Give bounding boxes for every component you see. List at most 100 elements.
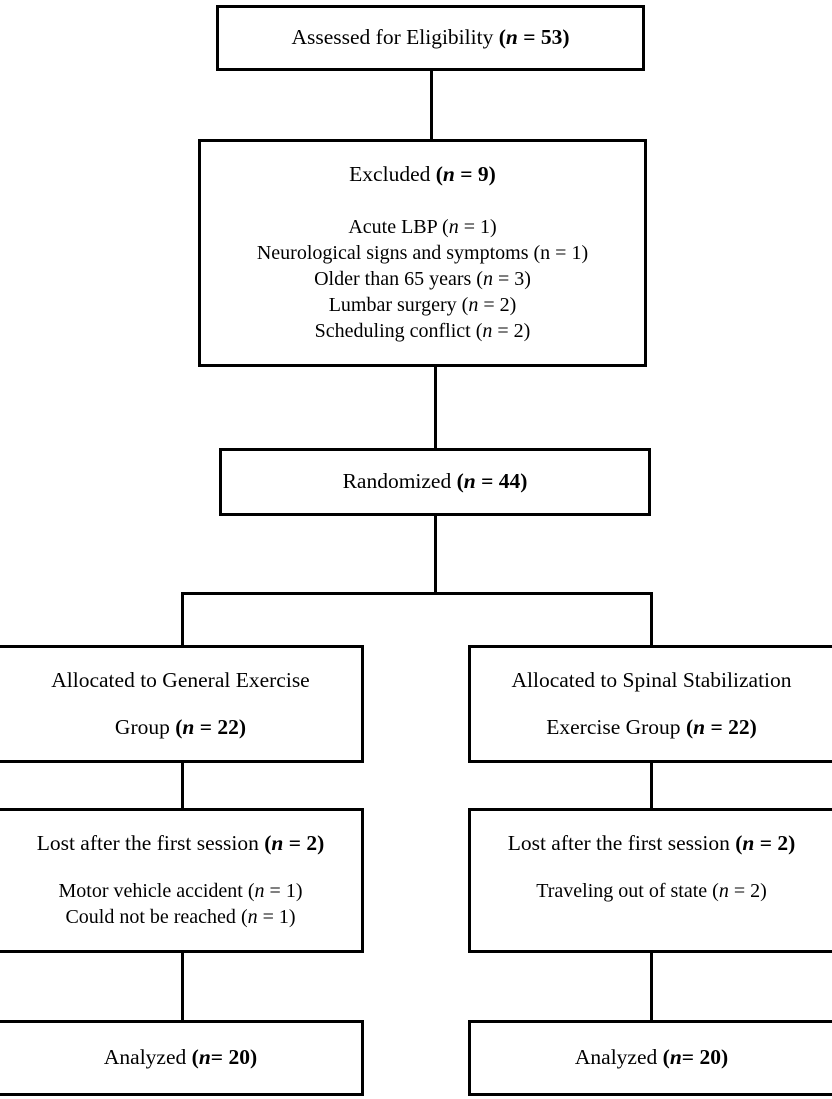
reason-equals: =: [458, 215, 480, 238]
lost-left-n-symbol: n: [271, 830, 284, 855]
excluded-reason-item: Older than 65 years (n = 3): [314, 267, 531, 290]
allocated-left-line2: Group (n = 22): [115, 715, 246, 740]
reason-equals: =: [492, 319, 514, 342]
randomized-text: Randomized (n = 44): [343, 469, 528, 494]
reason-equals: =: [492, 267, 515, 290]
analyzed-left-n-symbol: n: [198, 1045, 211, 1070]
connector-fork-horizontal-bar: [181, 592, 653, 595]
excluded-n-symbol: n: [442, 162, 455, 187]
connector-allocated-to-lost-left: [181, 760, 184, 811]
lost-right-heading: Lost after the first session (n = 2): [508, 831, 796, 856]
reason-equals: =: [264, 880, 286, 903]
allocated-left-open-paren: (: [175, 715, 183, 739]
excluded-equals: =: [454, 162, 478, 187]
assessed-equals: =: [517, 25, 541, 50]
connector-allocated-to-lost-right: [650, 760, 653, 811]
analyzed-right-n-symbol: n: [669, 1045, 682, 1070]
reason-count: 2: [499, 293, 510, 316]
connector-fork-right-drop: [650, 592, 653, 648]
reason-label: Lumbar surgery: [328, 293, 457, 316]
lost-right-close-paren: ): [788, 830, 796, 855]
node-analyzed-left: Analyzed (n= 20): [0, 1020, 364, 1096]
lost-reason-item: Could not be reached (n = 1): [65, 906, 296, 929]
lost-left-label: Lost after the first session: [36, 830, 259, 855]
lost-left-heading: Lost after the first session (n = 2): [37, 831, 325, 856]
randomized-equals: =: [475, 469, 499, 494]
lost-right-open-paren: (: [735, 830, 743, 855]
analyzed-left-count: 20: [228, 1045, 250, 1070]
excluded-count: 9: [477, 162, 489, 187]
connector-assessed-to-excluded: [430, 68, 433, 142]
node-randomized: Randomized (n = 44): [219, 448, 651, 516]
reason-count: 2: [513, 319, 524, 342]
node-allocated-spinal-stabilization: Allocated to Spinal Stabilization Exerci…: [468, 645, 832, 763]
assessed-open-paren: (: [498, 25, 506, 50]
reason-label: Could not be reached: [65, 906, 236, 929]
analyzed-right-count: 20: [699, 1045, 721, 1070]
reason-label: Traveling out of state: [536, 880, 708, 903]
reason-count: 2: [750, 880, 761, 903]
excluded-label: Excluded: [349, 162, 431, 187]
lost-left-close-paren: ): [317, 830, 325, 855]
reason-equals: =: [728, 880, 751, 903]
allocated-left-line1: Allocated to General Exercise: [51, 667, 310, 692]
excluded-reason-item: Scheduling conflict (n = 2): [314, 319, 531, 342]
lost-right-equals: =: [754, 830, 778, 855]
lost-left-count: 2: [306, 830, 318, 855]
lost-reason-item: Traveling out of state (n = 2): [536, 880, 767, 903]
reason-equals: =: [257, 906, 279, 929]
allocated-right-line2: Exercise Group (n = 22): [546, 715, 757, 740]
assessed-close-paren: ): [562, 25, 570, 50]
lost-right-reason-list: Traveling out of state (n = 2): [536, 878, 767, 930]
reason-label: Older than 65 years: [314, 267, 472, 290]
reason-n-symbol: n: [540, 241, 551, 264]
node-assessed-for-eligibility: Assessed for Eligibility (n = 53): [216, 5, 645, 71]
reason-count: 1: [479, 215, 490, 238]
excluded-reason-item: Lumbar surgery (n = 2): [328, 293, 517, 316]
randomized-n-symbol: n: [463, 469, 476, 494]
reason-n-symbol: n: [448, 215, 459, 238]
connector-lost-to-analyzed-right: [650, 950, 653, 1023]
analyzed-right-open-paren: (: [662, 1045, 670, 1070]
reason-n-symbol: n: [482, 267, 493, 290]
reason-label: Motor vehicle accident: [58, 880, 243, 903]
reason-count: 1: [571, 241, 582, 264]
analyzed-left-close-paren: ): [249, 1045, 258, 1070]
excluded-open-paren: (: [435, 162, 443, 187]
lost-right-filler-line: [536, 904, 767, 930]
reason-count: 1: [285, 880, 296, 903]
connector-lost-to-analyzed-left: [181, 950, 184, 1023]
lost-left-open-paren: (: [264, 830, 272, 855]
analyzed-left-open-paren: (: [191, 1045, 199, 1070]
reason-n-symbol: n: [482, 319, 493, 342]
analyzed-right-equals: =: [681, 1045, 700, 1070]
node-excluded: Excluded (n = 9) Acute LBP (n = 1) Neuro…: [198, 139, 647, 367]
allocated-left-close-paren: ): [238, 715, 247, 739]
assessed-count: 53: [540, 25, 563, 50]
randomized-count: 44: [498, 469, 521, 494]
allocated-left-count: 22: [217, 715, 239, 739]
randomized-label: Randomized: [342, 469, 452, 494]
allocated-left-n-symbol: n: [182, 715, 195, 739]
node-lost-left: Lost after the first session (n = 2) Mot…: [0, 808, 364, 953]
allocated-right-count: 22: [728, 715, 750, 739]
reason-n-symbol: n: [254, 880, 265, 903]
analyzed-left-label: Analyzed: [103, 1045, 187, 1070]
node-allocated-general-exercise: Allocated to General Exercise Group (n =…: [0, 645, 364, 763]
allocated-right-close-paren: ): [749, 715, 757, 739]
randomized-open-paren: (: [456, 469, 464, 494]
reason-n-symbol: n: [468, 293, 479, 316]
lost-right-count: 2: [777, 830, 789, 855]
analyzed-right-close-paren: ): [720, 1045, 729, 1070]
allocated-right-line1: Allocated to Spinal Stabilization: [511, 667, 792, 692]
reason-equals: =: [550, 241, 572, 264]
reason-equals: =: [478, 293, 500, 316]
reason-label: Scheduling conflict: [314, 319, 471, 342]
excluded-heading: Excluded (n = 9): [349, 162, 496, 187]
reason-label: Acute LBP: [348, 215, 438, 238]
lost-right-n-symbol: n: [742, 830, 755, 855]
reason-n-symbol: n: [718, 880, 729, 903]
allocated-right-group-label: Exercise Group: [546, 715, 681, 739]
node-analyzed-right: Analyzed (n= 20): [468, 1020, 832, 1096]
